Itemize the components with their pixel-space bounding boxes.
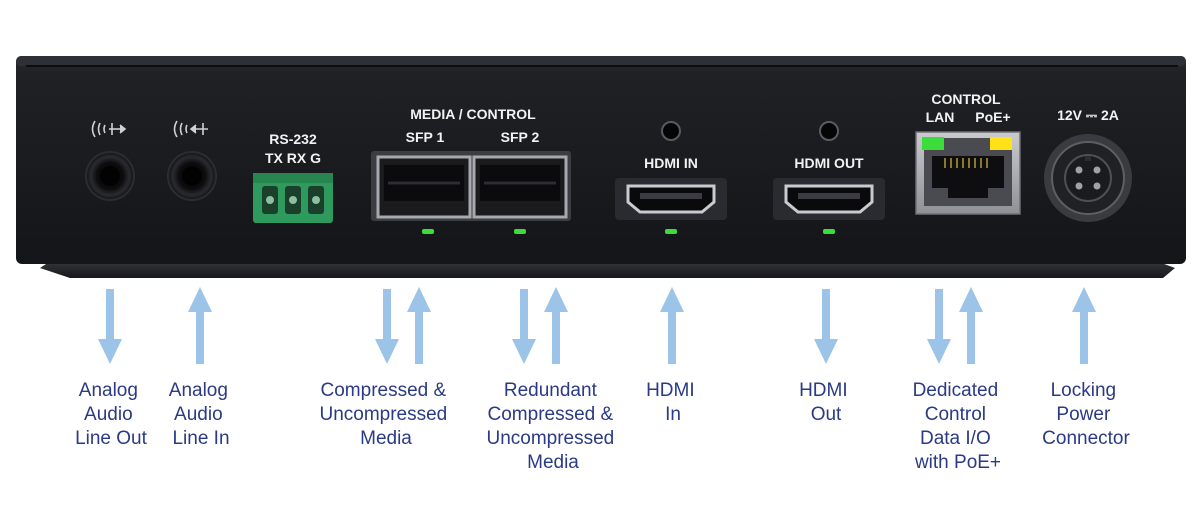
power-rating-label: 12V ⎓ 2A: [1057, 107, 1119, 123]
arrow-sfp2-bidirectional: [512, 287, 568, 364]
sfp2-port: [472, 155, 568, 219]
rs232-pins-label: TX RX G: [265, 150, 321, 166]
sfp1-label: SFP 1: [406, 129, 445, 145]
lan-label: LAN: [926, 109, 955, 125]
locking-power-connector: [1044, 134, 1132, 222]
arrow-sfp1-bidirectional: [375, 287, 431, 364]
lan-poe-port: [915, 131, 1021, 215]
rs232-title-label: RS-232: [269, 131, 317, 147]
caption-audio-in: Analog Audio Line In: [169, 380, 233, 449]
audio-line-out-jack: [85, 151, 135, 201]
caption-power-connector: Locking Power Connector: [1042, 380, 1130, 449]
hdmi-out-port: [773, 178, 885, 220]
poe-led: [990, 137, 1012, 150]
arrow-power: [1072, 287, 1096, 364]
arrow-audio-out: [98, 289, 122, 364]
caption-hdmi-out: HDMI Out: [799, 380, 853, 425]
arrow-lan-bidirectional: [927, 287, 983, 364]
hdmi-in-port: [615, 178, 727, 220]
sfp2-label: SFP 2: [501, 129, 540, 145]
hdmi-in-label: HDMI IN: [644, 155, 698, 171]
caption-control-data: Dedicated Control Data I/O with PoE+: [913, 380, 1004, 473]
sfp1-led: [422, 229, 434, 234]
caption-redundant-media: Redundant Compressed & Uncompressed Medi…: [486, 380, 619, 473]
caption-hdmi-in: HDMI In: [646, 380, 700, 425]
lan-link-led: [922, 137, 944, 150]
control-label: CONTROL: [931, 91, 1001, 107]
hdmi-in-led: [665, 229, 677, 234]
hdmi-out-screw: [819, 121, 839, 141]
sfp2-led: [514, 229, 526, 234]
arrow-hdmi-out: [814, 289, 838, 364]
media-control-label: MEDIA / CONTROL: [410, 106, 536, 122]
hdmi-in-screw: [661, 121, 681, 141]
caption-compressed-media: Compressed & Uncompressed Media: [319, 380, 452, 449]
arrows: [98, 287, 1096, 364]
audio-out-icon: [91, 120, 127, 138]
sfp1-port: [376, 155, 472, 219]
arrow-hdmi-in: [660, 287, 684, 364]
audio-line-in-jack: [167, 151, 217, 201]
arrow-audio-in: [188, 287, 212, 364]
audio-in-icon: [173, 120, 208, 138]
rs232-terminal-block: [253, 173, 333, 223]
hdmi-out-led: [823, 229, 835, 234]
hdmi-out-label: HDMI OUT: [794, 155, 864, 171]
chassis-top-edge: [16, 56, 1186, 66]
caption-audio-out: Analog Audio Line Out: [75, 380, 148, 449]
poe-label: PoE+: [975, 109, 1010, 125]
callout-captions: Analog Audio Line Out Analog Audio Line …: [75, 380, 1130, 473]
